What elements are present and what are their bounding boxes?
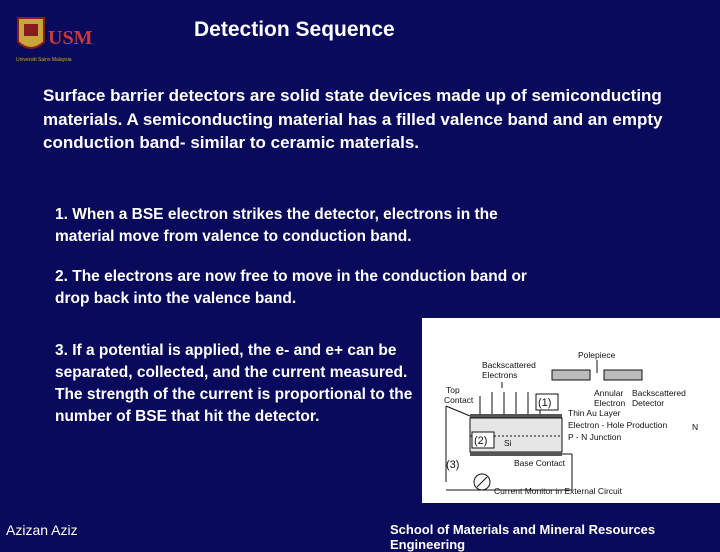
logo-text: USM xyxy=(48,27,93,49)
point-1: 1. When a BSE electron strikes the detec… xyxy=(55,206,498,245)
point-3: 3. If a potential is applied, the e- and… xyxy=(55,342,413,425)
label-top-contact: Top Contact xyxy=(444,385,474,405)
footer-school: School of Materials and Mineral Resource… xyxy=(390,522,656,552)
point-2: 2. The electrons are now free to move in… xyxy=(55,268,527,307)
slide-title: Detection Sequence xyxy=(194,18,395,41)
electron-arrows xyxy=(479,392,541,414)
label-current-monitor: Current Monitor in External Circuit xyxy=(494,486,623,496)
logo-tagline: Universiti Sains Malaysia xyxy=(16,57,72,63)
svg-text:Backscattered Detector: Backscattered Detector xyxy=(632,388,688,408)
university-crest-icon: USM Universiti Sains Malaysia xyxy=(16,17,93,63)
label-backscattered: Backscattered Electrons xyxy=(482,360,538,380)
label-thin-au: Thin Au Layer xyxy=(568,408,621,418)
label-pn-junction: P - N Junction xyxy=(568,432,622,442)
label-polepiece: Polepiece xyxy=(578,350,616,360)
polepiece-right xyxy=(603,369,643,381)
footer-author: Azizan Aziz xyxy=(6,522,78,538)
polepiece-left xyxy=(551,369,591,381)
label-base-contact: Base Contact xyxy=(514,458,566,468)
label-electron-hole: Electron - Hole Production xyxy=(568,420,667,430)
label-n: N xyxy=(692,422,698,432)
label-step-1: (1) xyxy=(538,397,551,409)
external-circuit xyxy=(445,405,573,491)
detector-diagram: Polepiece Backscattered Electrons Annula… xyxy=(422,318,720,503)
label-si: Si xyxy=(504,438,512,448)
intro-paragraph: Surface barrier detectors are solid stat… xyxy=(43,86,663,152)
label-step-2: (2) xyxy=(474,435,487,447)
usm-logo: USM Universiti Sains Malaysia xyxy=(14,14,94,66)
au-layer xyxy=(470,414,562,418)
base-contact xyxy=(470,452,562,456)
label-annular-detector: Annular Electron xyxy=(594,388,626,408)
label-step-3: (3) xyxy=(446,459,459,471)
